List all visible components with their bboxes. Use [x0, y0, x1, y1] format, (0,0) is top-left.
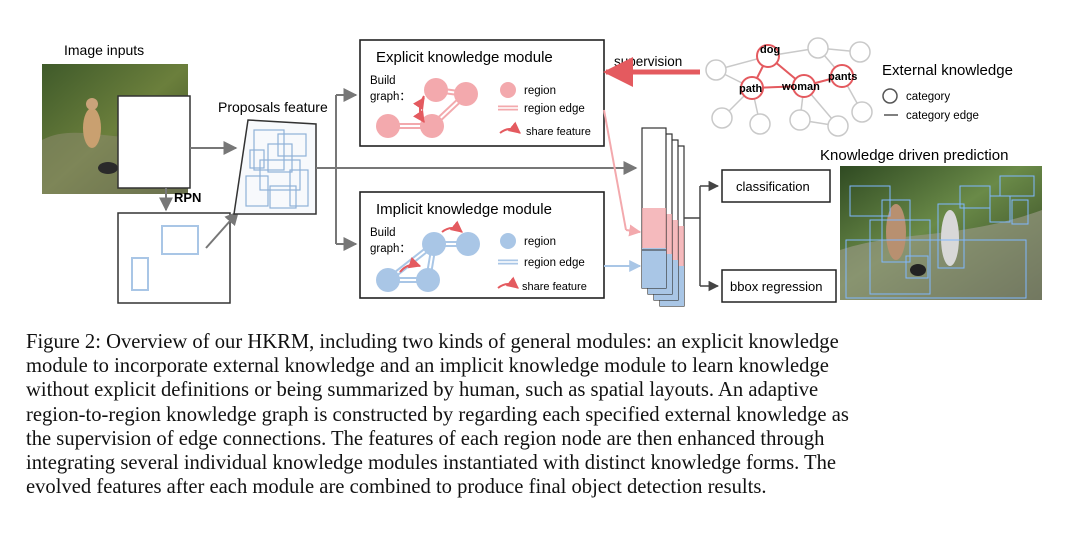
bbox-regression-box	[721, 269, 837, 303]
hkrm-overview-figure: Image inputs RPN Proposals feature	[42, 37, 1042, 307]
external-knowledge-graph: dog path woman pants	[705, 37, 873, 137]
caption-line: without explicit definitions or being su…	[26, 379, 819, 402]
caption-line: Figure 2: Overview of our HKRM, includin…	[26, 331, 839, 353]
figure-caption: Figure 2: Overview of our HKRM, includin…	[26, 330, 1060, 499]
ext-node-dog: dog	[760, 44, 780, 56]
ext-node-pants: pants	[828, 71, 857, 83]
caption-line: module to incorporate external knowledge…	[26, 355, 829, 378]
bbox-regression-label: bbox regression	[730, 279, 823, 294]
svg-text:graph：: graph：	[370, 243, 411, 255]
implicit-module: Implicit knowledge module Build graph： r…	[359, 191, 605, 299]
share-feature-icon	[497, 276, 519, 289]
caption-line: integrating several individual knowledge…	[26, 452, 837, 475]
svg-text:Build: Build	[370, 227, 396, 239]
category-legend-icon	[882, 88, 898, 104]
figure-canvas: Image inputs RPN Proposals feature	[42, 37, 1042, 307]
svg-text:category: category	[906, 91, 950, 103]
external-knowledge-title: External knowledge	[882, 62, 1013, 79]
share-feature-icon	[499, 121, 521, 134]
prediction-photo	[840, 166, 1042, 300]
explicit-module: Explicit knowledge module Build graph： r…	[359, 39, 605, 147]
svg-text:region edge: region edge	[524, 257, 585, 269]
supervision-label: supervision	[614, 54, 682, 69]
ext-node-woman: woman	[781, 81, 820, 93]
feature-stack	[641, 127, 685, 307]
caption-line: evolved features after each module are c…	[26, 476, 767, 499]
implicit-module-title: Implicit knowledge module	[376, 201, 552, 218]
caption-line: the supervision of edge connections. The…	[26, 427, 825, 450]
explicit-legend-region-icon	[500, 82, 516, 98]
implicit-graph	[376, 220, 480, 292]
rpn-label: RPN	[174, 190, 201, 205]
explicit-graph	[376, 78, 478, 138]
svg-text:graph：: graph：	[370, 91, 411, 103]
proposal-card-top	[117, 95, 191, 189]
svg-text:region edge: region edge	[524, 103, 585, 115]
image-inputs-label: Image inputs	[64, 42, 144, 58]
svg-text:Build: Build	[370, 75, 396, 87]
svg-text:region: region	[524, 236, 556, 248]
svg-text:category edge: category edge	[906, 110, 979, 122]
ext-node-path: path	[739, 83, 763, 95]
svg-text:region: region	[524, 85, 556, 97]
caption-line: region-to-region knowledge graph is cons…	[26, 403, 849, 426]
classification-box	[721, 169, 831, 203]
proposals-feature-label: Proposals feature	[218, 99, 328, 115]
svg-text:share feature: share feature	[526, 126, 591, 138]
svg-text:share feature: share feature	[522, 281, 587, 293]
explicit-module-title: Explicit knowledge module	[376, 49, 553, 66]
classification-label: classification	[736, 179, 810, 194]
implicit-legend-region-icon	[500, 233, 516, 249]
prediction-title: Knowledge driven prediction	[820, 147, 1008, 164]
proposals-feature-map	[233, 119, 317, 215]
